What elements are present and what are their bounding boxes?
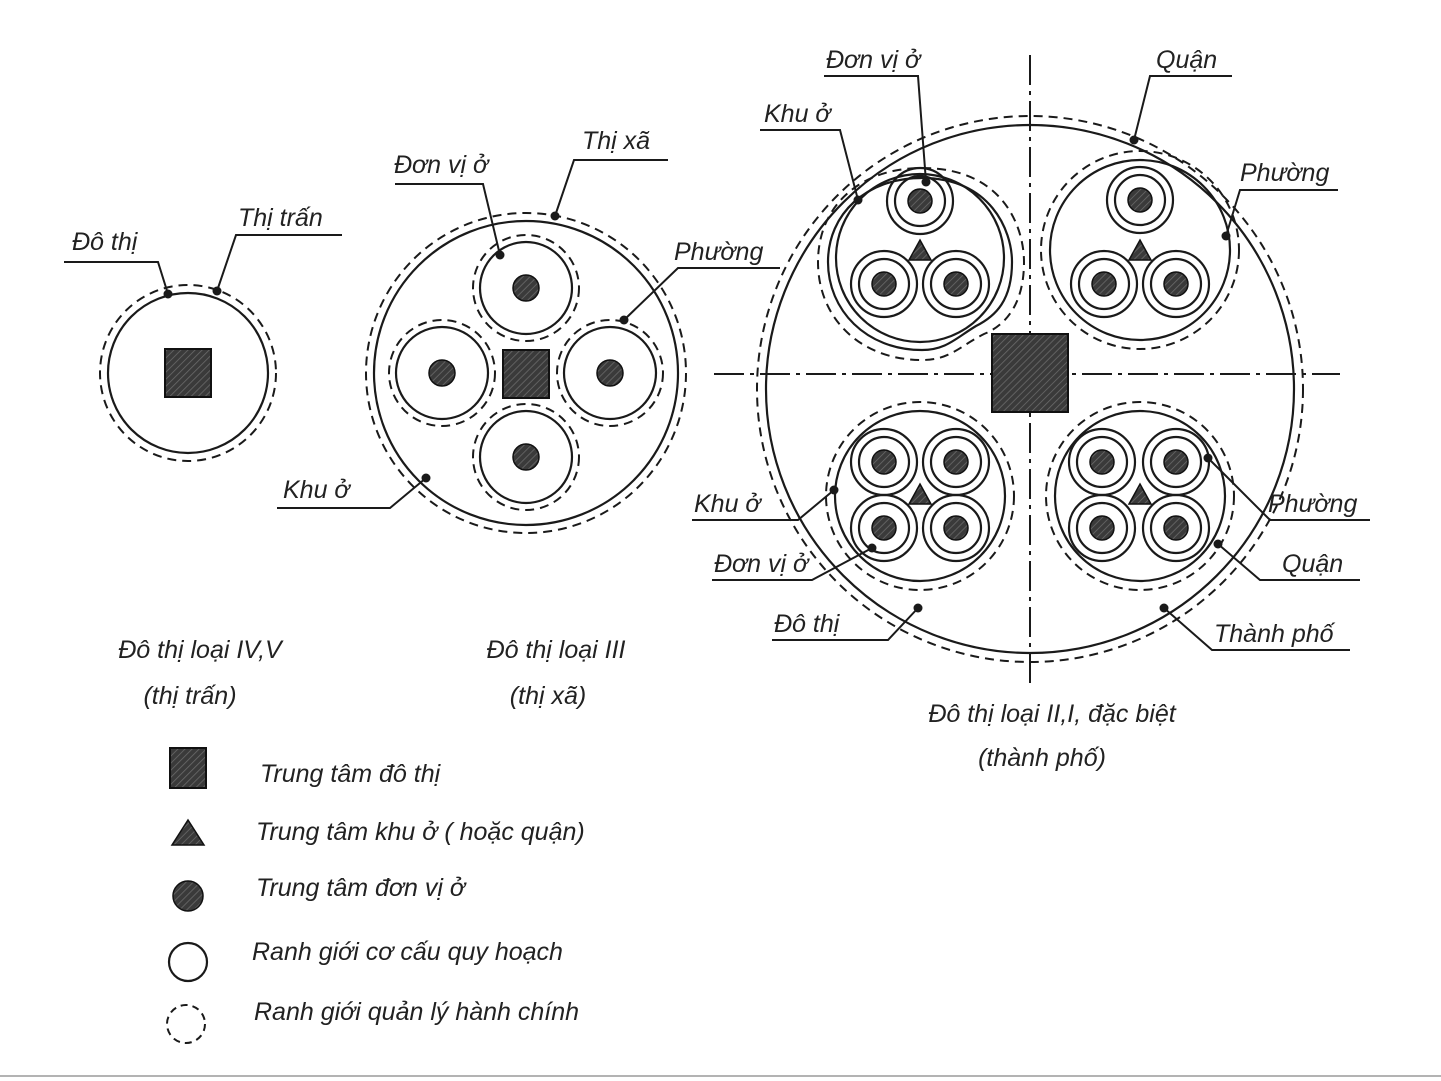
unit-ring xyxy=(849,493,919,563)
unit-ring xyxy=(1141,427,1211,497)
label-do-thi-small: Đô thị xyxy=(72,228,139,256)
unit-ring xyxy=(1141,249,1211,319)
unit-ring xyxy=(921,493,991,563)
label-khu-o-bottom: Khu ở xyxy=(694,490,762,518)
urban-center-square xyxy=(502,349,550,399)
unit-ring-bottom xyxy=(472,403,580,511)
caption-type-ii-i: Đô thị loại II,I, đặc biệt xyxy=(928,700,1176,728)
legend-planning-boundary-label: Ranh giới cơ cấu quy hoạch xyxy=(252,938,563,966)
label-phuong-mid: Phường xyxy=(674,238,763,266)
label-phuong-bottom: Phường xyxy=(1268,490,1357,518)
district-top-left xyxy=(816,166,1026,362)
district-top-right xyxy=(1040,150,1240,350)
legend-urban-center-icon xyxy=(169,747,207,789)
caption-type-iv-v-sub: (thị trấn) xyxy=(143,682,236,710)
legend-district-center-label: Trung tâm khu ở ( hoặc quận) xyxy=(256,818,585,846)
district-center-triangle xyxy=(1127,482,1153,505)
district-center-triangle xyxy=(1127,238,1153,261)
caption-type-iii: Đô thị loại III xyxy=(487,636,626,664)
unit-ring-top xyxy=(472,234,580,342)
town-diagram: Đô thị Thị trấn xyxy=(64,204,342,462)
unit-ring xyxy=(921,249,991,319)
unit-ring xyxy=(1067,493,1137,563)
unit-ring xyxy=(1105,165,1175,235)
urban-center-square xyxy=(991,333,1069,413)
label-phuong-top: Phường xyxy=(1240,159,1329,187)
label-don-vi-o-bottom: Đơn vị ở xyxy=(714,550,810,578)
label-quan-bottom: Quận xyxy=(1282,550,1343,578)
label-khu-o-top: Khu ở xyxy=(764,100,832,128)
label-don-vi-o-mid: Đơn vị ở xyxy=(394,151,490,179)
unit-ring xyxy=(885,166,955,236)
unit-ring-right xyxy=(556,319,664,427)
label-khu-o-mid: Khu ở xyxy=(283,476,351,504)
legend-district-center-icon xyxy=(170,818,206,846)
captions: Đô thị loại IV,V (thị trấn) Đô thị loại … xyxy=(118,636,1176,772)
unit-ring xyxy=(1069,249,1139,319)
caption-type-iii-sub: (thị xã) xyxy=(510,682,586,710)
district-center-triangle xyxy=(907,482,933,505)
legend-unit-center-icon xyxy=(172,880,204,912)
urban-center-square xyxy=(164,348,212,398)
legend-planning-boundary-icon xyxy=(167,941,209,983)
district-bottom-left xyxy=(825,401,1015,591)
unit-ring xyxy=(849,249,919,319)
label-thanh-pho: Thành phố xyxy=(1214,620,1336,648)
label-quan-top: Quận xyxy=(1156,46,1217,74)
caption-type-ii-i-sub: (thành phố) xyxy=(978,744,1106,772)
label-thi-xa: Thị xã xyxy=(582,127,650,155)
township-diagram: Đơn vị ở Thị xã Phường Khu ở xyxy=(277,127,780,534)
unit-ring xyxy=(849,427,919,497)
district-center-triangle xyxy=(907,238,933,261)
label-thi-tran: Thị trấn xyxy=(238,204,323,232)
district-bottom-right xyxy=(1045,401,1235,591)
label-don-vi-o-top: Đơn vị ở xyxy=(826,46,922,74)
caption-type-iv-v: Đô thị loại IV,V xyxy=(118,636,284,664)
unit-ring xyxy=(921,427,991,497)
legend: Trung tâm đô thị Trung tâm khu ở ( hoặc … xyxy=(166,747,585,1044)
legend-urban-center-label: Trung tâm đô thị xyxy=(260,760,442,788)
legend-admin-boundary-label: Ranh giới quản lý hành chính xyxy=(254,998,579,1026)
legend-admin-boundary-icon xyxy=(166,1004,206,1044)
legend-unit-center-label: Trung tâm đơn vị ở xyxy=(256,874,467,902)
unit-ring-left xyxy=(388,319,496,427)
city-diagram: Đơn vị ở Khu ở Quận Phường Khu ở Đơn vị … xyxy=(692,46,1370,686)
unit-ring xyxy=(1067,427,1137,497)
label-do-thi-bottom: Đô thị xyxy=(774,610,841,638)
unit-ring xyxy=(1141,493,1211,563)
